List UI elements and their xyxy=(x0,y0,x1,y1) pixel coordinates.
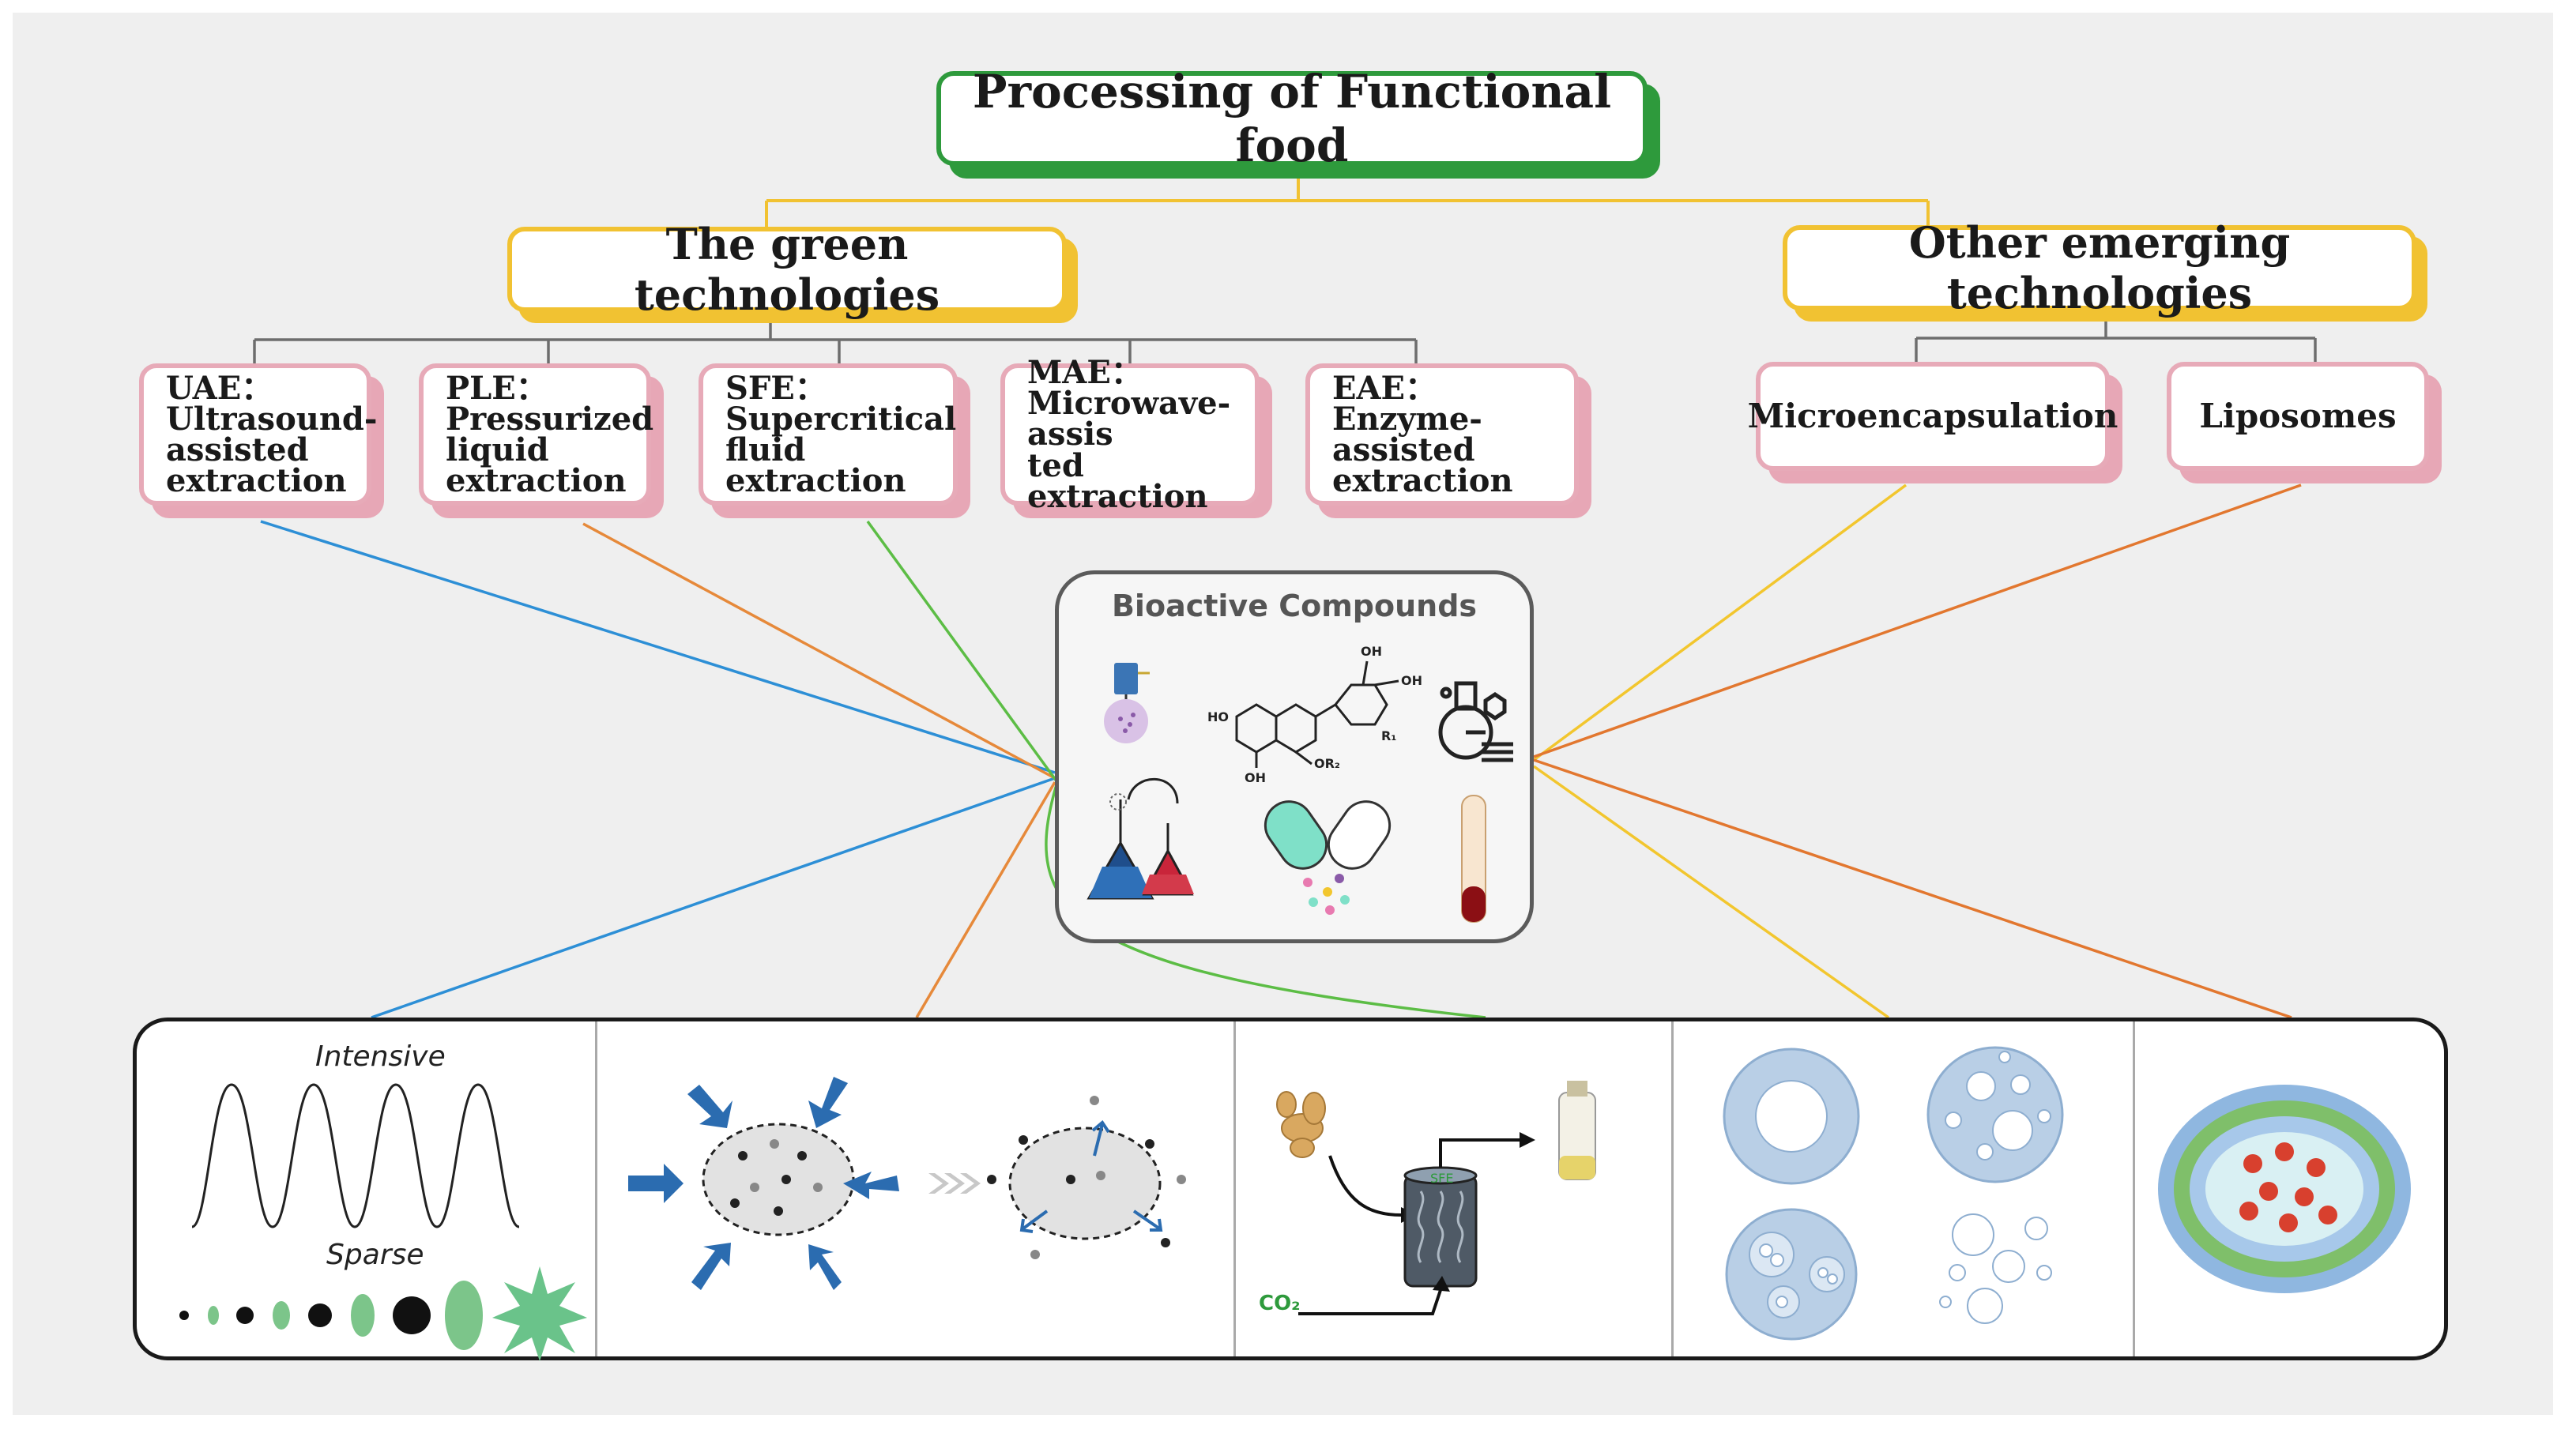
sfe-illustration: SFE CO₂ xyxy=(1259,1081,1596,1315)
dropper-flask-icon xyxy=(1104,663,1150,743)
technique-uae: UAE： Ultrasound- assisted extraction xyxy=(139,363,377,506)
technique-line: ted extraction xyxy=(1027,446,1208,515)
flavonoid-structure-icon xyxy=(1235,660,1399,768)
technique-line: liquid xyxy=(446,431,549,468)
item-microencapsulation: Microencapsulation xyxy=(1748,362,2118,471)
structure-labels: OH OH HO OH R₁ OR₂ xyxy=(1207,644,1422,785)
leaf-connectors xyxy=(253,318,2317,363)
lab-flasks-icon xyxy=(1087,777,1194,900)
liposome-icon xyxy=(2158,1085,2411,1293)
technique-abbr: PLE： xyxy=(446,369,548,407)
microencapsulation-illustration xyxy=(1723,1046,2064,1341)
transition-chevrons xyxy=(928,1173,981,1194)
technique-mae: MAE： Microwave-assis ted extraction xyxy=(1000,357,1260,512)
group-green-label: The green technologies xyxy=(634,219,940,320)
structure-label-oh-bottom: OH xyxy=(1245,770,1266,785)
lipo-link-bottom xyxy=(1533,758,2292,1019)
panel-divider xyxy=(1671,1021,1674,1356)
technique-sfe: SFE： Supercritical fluid extraction xyxy=(699,363,958,506)
technique-ple: PLE： Pressurized liquid extraction xyxy=(419,363,654,506)
expansion-arrows xyxy=(1019,1120,1163,1233)
group-emerging-technologies: Other emerging technologies xyxy=(1783,217,2416,318)
test-tube-icon xyxy=(1461,795,1486,923)
micro-link-top xyxy=(1532,483,1908,762)
tree-connectors xyxy=(765,175,1930,231)
structure-label-or2: OR₂ xyxy=(1314,756,1340,771)
technique-line: extraction xyxy=(446,462,627,500)
ultrasound-illustration xyxy=(179,1083,587,1361)
liposome-illustration xyxy=(2158,1085,2411,1293)
cavitation-bubbles xyxy=(179,1266,587,1361)
sparse-label: Sparse xyxy=(326,1239,424,1271)
pressure-illustration xyxy=(628,1077,1186,1290)
particles-before xyxy=(730,1139,823,1216)
particles-after xyxy=(987,1096,1186,1259)
technique-line: Pressurized xyxy=(446,400,654,438)
technique-line: fluid extraction xyxy=(725,431,906,500)
process-illustrations-panel: Intensive Sparse xyxy=(133,1018,2448,1361)
technique-abbr: MAE： xyxy=(1027,354,1143,392)
ple-link-top xyxy=(582,522,1056,780)
structure-label-ho: HO xyxy=(1207,709,1229,724)
structure-label-oh-right: OH xyxy=(1401,673,1422,688)
group-green-technologies: The green technologies xyxy=(507,219,1067,320)
panel-divider xyxy=(2133,1021,2135,1356)
uae-link-bottom xyxy=(371,777,1056,1019)
extraction-links xyxy=(260,483,2302,1019)
technique-line: Ultrasound- xyxy=(166,400,378,438)
capsule-icon xyxy=(1264,800,1392,915)
sfe-link-top xyxy=(866,520,1059,784)
bioactive-illustrations: OH OH HO OH R₁ OR₂ xyxy=(1087,644,1513,923)
sfe-reactor-icon: SFE xyxy=(1403,1166,1478,1288)
bioactive-compounds-box: Bioactive Compounds xyxy=(1055,570,1534,943)
technique-eae: EAE： Enzyme-assisted extraction xyxy=(1305,363,1579,506)
panel-divider xyxy=(1233,1021,1236,1356)
structure-label-r1: R₁ xyxy=(1381,728,1396,743)
flask-gear-icon xyxy=(1438,681,1513,762)
group-emerging-label: Other emerging technologies xyxy=(1908,217,2291,318)
lipo-link-top xyxy=(1533,483,2302,758)
sound-wave xyxy=(191,1083,520,1228)
technique-line: Supercritical xyxy=(725,400,957,438)
technique-line: assisted xyxy=(166,431,309,468)
ple-link-bottom xyxy=(915,781,1056,1018)
item-liposomes: Liposomes xyxy=(2167,362,2429,471)
bioactive-title: Bioactive Compounds xyxy=(1111,589,1478,623)
technique-line: extraction xyxy=(166,462,347,500)
item-label: Microencapsulation xyxy=(1747,397,2118,436)
diagram-title: Processing of Functional food xyxy=(936,65,1648,172)
technique-line: extraction xyxy=(1332,462,1513,500)
capsule-types xyxy=(1723,1046,2064,1341)
item-label: Liposomes xyxy=(2199,397,2397,436)
ginger-icon xyxy=(1276,1091,1326,1158)
technique-line: Enzyme-assisted xyxy=(1332,400,1482,468)
oil-bottle-icon xyxy=(1558,1081,1596,1180)
technique-abbr: SFE： xyxy=(725,369,827,407)
micro-link-bottom xyxy=(1532,765,1890,1019)
structure-label-oh-top: OH xyxy=(1361,644,1382,659)
pressure-arrows xyxy=(628,1077,899,1290)
technique-abbr: UAE： xyxy=(166,369,273,407)
technique-line: Microwave-assis xyxy=(1027,385,1231,453)
burst-shape xyxy=(492,1266,587,1361)
intensive-label: Intensive xyxy=(315,1040,446,1073)
sfe-reactor-label: SFE xyxy=(1430,1171,1453,1186)
panel-divider xyxy=(595,1021,597,1356)
technique-abbr: EAE： xyxy=(1332,369,1437,407)
uae-link-top xyxy=(260,520,1056,774)
co2-label: CO₂ xyxy=(1259,1292,1301,1315)
